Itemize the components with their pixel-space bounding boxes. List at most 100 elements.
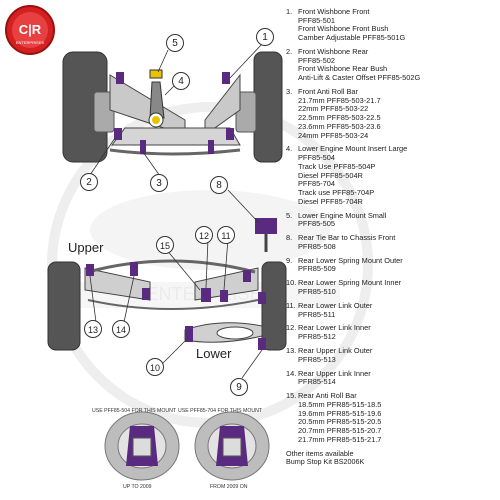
part-line: 21.7mm PFR85-515-21.7 [298, 434, 382, 444]
part-number: 1. [286, 7, 293, 16]
part-line: PFF85-502 [298, 55, 335, 65]
part-line: Front Anti Roll Bar [298, 87, 358, 96]
callout-11: 11 [217, 226, 235, 244]
callout-5: 5 [166, 34, 184, 52]
inset-left-date: UP TO 2009 [123, 484, 152, 490]
part-line: Front Wishbone Rear [298, 47, 369, 56]
part-line: Rear Lower Link Outer [298, 300, 373, 310]
part-line: PFR85-509 [298, 264, 336, 274]
part-line: 22.5mm PFF85-503-22.5 [298, 113, 381, 123]
part-line: Rear Lower Link Inner [298, 323, 371, 333]
part-number: 10. [286, 278, 297, 288]
logo-subtext: ENTERPRISES [16, 40, 45, 45]
part-number: 8. [286, 233, 293, 243]
part-line: Diesel PFF85-504R [298, 170, 363, 180]
part-line: PFF85-505 [298, 219, 335, 229]
part-line: 18.5mm PFR85-515-18.5 [298, 399, 382, 409]
part-line: PFF85-504 [298, 153, 335, 163]
part-line: PFR85-514 [298, 377, 336, 387]
part-number: 13. [286, 346, 297, 356]
part-number: 3. [286, 87, 293, 96]
part-line: PFR85-511 [298, 309, 336, 319]
part-line: Rear Tie Bar to Chassis Front [298, 233, 396, 243]
part-line: Front Wishbone Rear Bush [298, 64, 388, 74]
part-line: 20.7mm PFR85-515-20.7 [298, 426, 382, 436]
callout-13: 13 [84, 320, 102, 338]
part-line: 23.6mm PFF85-503-23.6 [298, 121, 381, 131]
part-line: Anti-Lift & Caster Offset PFF85-502G [298, 73, 421, 83]
callout-3: 3 [150, 174, 168, 192]
part-line: Rear Lower Spring Mount Outer [298, 255, 403, 265]
inset-right-caption: USE PFF85-704 FOR THIS MOUNT [178, 408, 263, 414]
footer-line: Other items available [286, 448, 354, 458]
part-line: Diesel PFF85-704R [298, 196, 363, 206]
callout-12: 12 [195, 226, 213, 244]
callout-15: 15 [156, 236, 174, 254]
part-number: 11. [286, 300, 296, 310]
callout-1: 1 [256, 28, 274, 46]
part-number: 2. [286, 47, 293, 56]
part-number: 4. [286, 144, 293, 154]
part-line: PFR85-510 [298, 287, 336, 296]
part-line: 19.6mm PFR85-515-19.6 [298, 408, 382, 418]
engine-mount-inset-right [194, 411, 270, 481]
part-line: Lower Engine Mount Insert Large [298, 144, 408, 154]
callout-14: 14 [112, 320, 130, 338]
part-line: PFF85-501 [298, 15, 335, 25]
part-line: 22mm PFF85-503-22 [298, 104, 369, 114]
callout-10: 10 [146, 358, 164, 376]
part-line: Track use PFF85-704P [298, 187, 375, 197]
logo-text: C|R [19, 22, 42, 37]
inset-left-caption: USE PFF85-504 FOR THIS MOUNT [92, 408, 177, 414]
callout-9: 9 [230, 378, 248, 396]
footer-line: Bump Stop Kit BS2006K [286, 457, 365, 467]
lower-label: Lower [196, 346, 232, 361]
part-line: Rear Upper Link Outer [298, 346, 373, 356]
part-line: Rear Lower Spring Mount Inner [298, 278, 402, 288]
part-line: PFR85-512 [298, 332, 336, 342]
part-number: 14. [286, 368, 297, 378]
part-line: 20.5mm PFR85-515-20.5 [298, 417, 382, 427]
part-line: Lower Engine Mount Small [298, 210, 387, 220]
part-number: 12. [286, 323, 297, 333]
part-line: Camber Adjustable PFF85-501G [298, 33, 406, 43]
engine-mount-inset-left [104, 411, 180, 481]
upper-label: Upper [68, 240, 104, 255]
part-line: 24mm PFF85-503-24 [298, 130, 369, 140]
part-number: 15. [286, 391, 297, 401]
part-line: PFF85-704 [298, 179, 335, 189]
part-line: PFR85-508 [298, 241, 336, 251]
part-line: Rear Anti Roll Bar [298, 391, 357, 401]
part-line: Rear Upper Link Inner [298, 368, 371, 378]
callout-2: 2 [80, 173, 98, 191]
part-number: 9. [286, 255, 293, 265]
callout-8: 8 [210, 176, 228, 194]
part-line: Front Wishbone Front Bush [298, 24, 389, 34]
callout-4: 4 [172, 72, 190, 90]
inset-right-date: FROM 2009 ON [210, 484, 248, 490]
part-number: 5. [286, 210, 293, 220]
part-line: Track Use PFF85-504P [298, 161, 376, 171]
part-line: Front Wishbone Front [298, 7, 370, 16]
part-line: PFR85-513 [298, 354, 336, 364]
cr-logo: C|R ENTERPRISES [5, 5, 55, 55]
part-line: 21.7mm PFF85-503-21.7 [298, 95, 381, 105]
front-suspension [62, 43, 283, 177]
rear-suspension [47, 189, 287, 379]
